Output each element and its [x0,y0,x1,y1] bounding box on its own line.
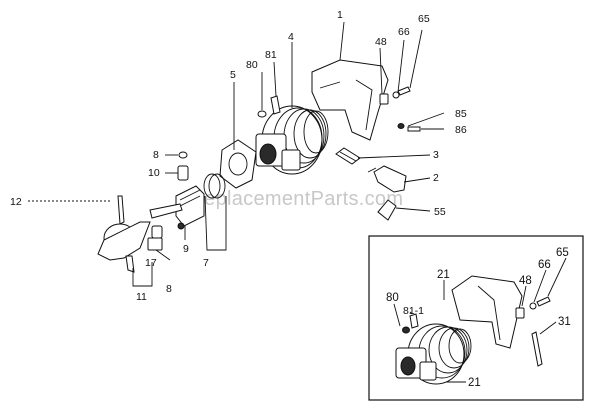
leader-lines [28,29,445,287]
gasket-part [219,139,257,189]
callout-11: 11 [136,291,147,303]
callout-12: 12 [10,196,22,208]
callout-17: 17 [145,257,157,269]
callout-4: 4 [288,31,294,43]
inset-callout-66: 66 [538,259,551,271]
callout-9: 9 [183,243,189,255]
callout-65: 65 [418,13,430,25]
inset-callout-21-top: 21 [437,269,450,281]
callout-2: 2 [433,172,439,184]
inset-detail-box: 21 21 31 48 65 66 80 81-1 [368,235,584,401]
shroud-cover-part [311,21,389,141]
piston-rings-part [203,173,226,199]
inset-callout-21-bottom: 21 [468,377,481,389]
plug-cap-part [367,165,407,193]
inset-callout-65: 65 [556,247,569,259]
callout-8-top: 8 [153,149,159,161]
callout-48: 48 [375,36,387,48]
inset-callout-48: 48 [519,275,532,287]
callout-8-bottom: 8 [166,283,172,295]
callout-66: 66 [398,26,410,38]
inset-callout-31: 31 [558,316,571,328]
cylinder-part [255,105,329,175]
callout-80: 80 [246,59,258,71]
inset-callout-81-1: 81-1 [403,305,424,317]
callout-86: 86 [455,124,467,136]
watermark-text: eReplacementParts.com [178,188,403,210]
piston-part [175,185,205,227]
callout-81: 81 [265,49,277,61]
bolt-85-86 [397,123,421,132]
studs-part [257,95,281,118]
inset-callout-80: 80 [386,292,399,304]
callout-1: 1 [337,9,343,21]
spark-plug-part [335,147,361,165]
bolts-part [379,86,411,105]
callout-labels: 1 2 3 4 5 7 8 8 9 10 11 12 17 48 55 65 6… [10,9,467,303]
callout-5: 5 [230,69,236,81]
callout-7: 7 [203,257,209,269]
callout-10: 10 [148,167,160,179]
crankshaft-part [97,195,183,273]
callout-3: 3 [433,149,439,161]
boot-part [377,199,397,221]
callout-85: 85 [455,108,467,120]
small-parts [147,151,189,251]
callout-55: 55 [434,206,446,218]
